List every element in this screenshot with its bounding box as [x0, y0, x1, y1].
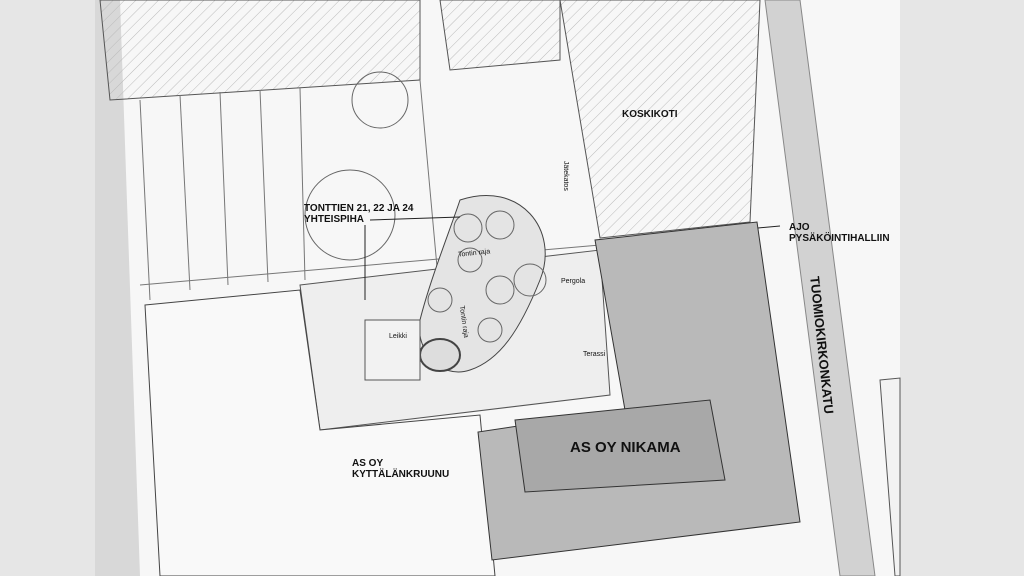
street-tuomiokirkonkatu [764, 0, 876, 576]
label-leikki: Leikki [389, 333, 407, 340]
label-kyttala: AS OY KYTTÄLÄNKRUUNU [352, 458, 449, 480]
label-yard-line1: TONTTIEN 21, 22 JA 24 [304, 203, 414, 214]
left-street [95, 0, 140, 576]
label-koskikoti: KOSKIKOTI [622, 109, 678, 120]
label-terassi: Terassi [583, 351, 606, 358]
label-kyttala-line2: KYTTÄLÄNKRUUNU [352, 469, 450, 480]
sandbox [419, 338, 461, 372]
label-ajo-line2: PYSÄKÖINTIHALLIIN [789, 233, 890, 244]
yard-arrow [369, 216, 461, 221]
kyttalankruunu-building [144, 289, 496, 576]
play-area-path [418, 195, 546, 373]
label-yard-line2: YHTEISPIHA [304, 214, 365, 225]
nikama-inner [514, 399, 726, 493]
parking-lines [139, 79, 601, 301]
top-center-building [439, 0, 561, 71]
label-pergola: Pergola [561, 278, 586, 285]
label-ajo: AJO PYSÄKÖINTIHALLIIN [789, 222, 890, 244]
label-nikama: AS OY NIKAMA [570, 439, 681, 456]
label-ajo-line1: AJO [789, 222, 810, 233]
right-building [879, 377, 901, 576]
label-kyttala-line1: AS OY [352, 458, 384, 469]
play-area-rect [364, 319, 421, 381]
ajo-arrow [757, 225, 781, 229]
label-yard: TONTTIEN 21, 22 JA 24 YHTEISPIHA [304, 203, 414, 225]
koskikoti-building [559, 0, 761, 239]
trees [304, 71, 547, 343]
label-jatekatos: Jätekatos [561, 160, 569, 191]
